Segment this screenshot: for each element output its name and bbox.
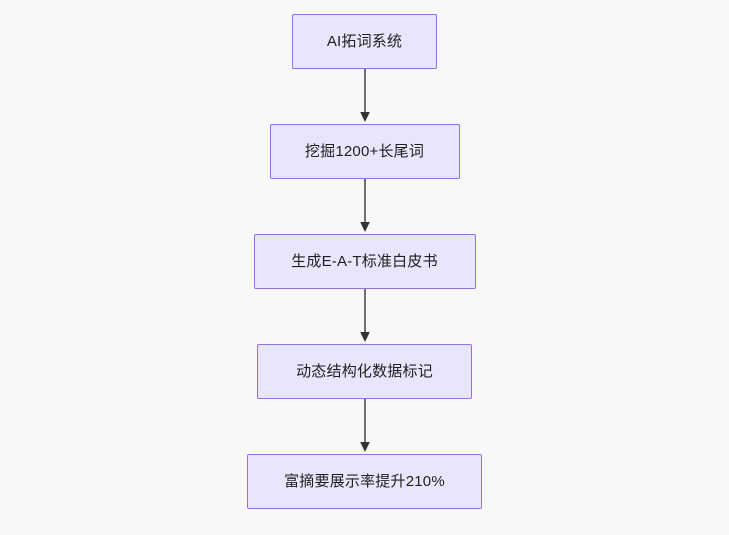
flow-node-ai-keyword-system[interactable]: AI拓词系统 (292, 14, 437, 69)
flow-node-rich-snippet-impression-lift[interactable]: 富摘要展示率提升210% (247, 454, 482, 509)
flow-node-label: AI拓词系统 (326, 33, 403, 50)
flow-node-label: 富摘要展示率提升210% (284, 473, 445, 490)
flow-arrow-3-to-4 (358, 289, 372, 344)
flow-node-dynamic-structured-data-markup[interactable]: 动态结构化数据标记 (257, 344, 472, 399)
flow-node-generate-eat-whitepaper[interactable]: 生成E-A-T标准白皮书 (253, 234, 476, 289)
flow-node-label: 生成E-A-T标准白皮书 (291, 253, 438, 270)
flow-node-label: 挖掘1200+长尾词 (304, 143, 425, 160)
flow-node-mine-longtail-keywords[interactable]: 挖掘1200+长尾词 (269, 124, 460, 179)
flow-arrow-2-to-3 (358, 179, 372, 234)
flow-arrow-4-to-5 (358, 399, 372, 454)
flow-node-label: 动态结构化数据标记 (296, 363, 433, 380)
flow-arrow-1-to-2 (358, 69, 372, 124)
